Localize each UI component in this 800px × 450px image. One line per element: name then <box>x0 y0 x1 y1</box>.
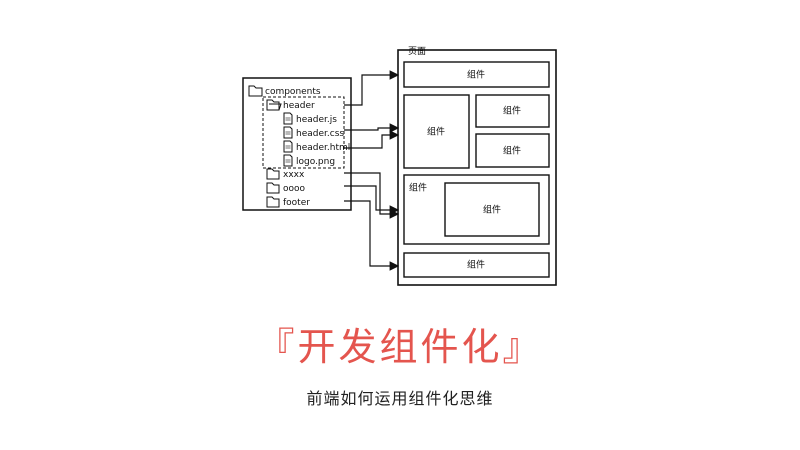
file-icon <box>283 112 293 125</box>
tree-file-label: header.css <box>296 129 344 139</box>
component-box <box>475 133 550 168</box>
main-title: 『开发组件化』 <box>256 325 544 369</box>
tree-folder-label: oooo <box>283 184 306 194</box>
folder-icon <box>266 196 280 208</box>
tree-folder-label: xxxx <box>283 170 305 180</box>
component-box <box>475 94 550 128</box>
header-group-dashed-box <box>262 96 345 169</box>
arrow <box>344 200 400 271</box>
component-box <box>403 94 470 169</box>
arrow <box>344 172 400 219</box>
component-label: 组件 <box>409 182 427 194</box>
tree-file-label: logo.png <box>296 157 335 167</box>
folder-icon <box>248 85 263 97</box>
component-label: 组件 <box>483 204 501 216</box>
component-label: 组件 <box>503 105 521 117</box>
component-label: 组件 <box>467 69 485 81</box>
page-frame <box>397 49 557 286</box>
folder-icon <box>266 182 280 194</box>
component-box-nested <box>444 182 540 237</box>
file-icon <box>283 126 293 139</box>
component-label: 组件 <box>427 126 445 138</box>
component-box <box>403 252 550 278</box>
file-tree-panel <box>242 77 352 211</box>
arrow <box>344 123 400 133</box>
tree-root-label: components <box>265 87 321 97</box>
arrow <box>344 70 400 106</box>
file-icon <box>283 140 293 153</box>
tree-folder-label: footer <box>283 198 310 208</box>
folder-open-icon <box>266 99 282 111</box>
tree-folder-header-label: header <box>283 101 315 111</box>
subtitle: 前端如何运用组件化思维 <box>306 389 494 408</box>
component-box <box>403 61 550 88</box>
architecture-diagram: components header header.js header.css h… <box>242 46 557 286</box>
component-label: 组件 <box>467 259 485 271</box>
file-icon <box>283 154 293 167</box>
component-box <box>403 174 550 245</box>
tree-file-label: header.html <box>296 143 350 153</box>
arrow <box>344 130 400 149</box>
folder-icon <box>266 168 280 180</box>
tree-file-label: header.js <box>296 115 337 125</box>
page-label: 页面 <box>408 46 426 57</box>
arrow <box>344 185 400 215</box>
component-label: 组件 <box>503 145 521 157</box>
